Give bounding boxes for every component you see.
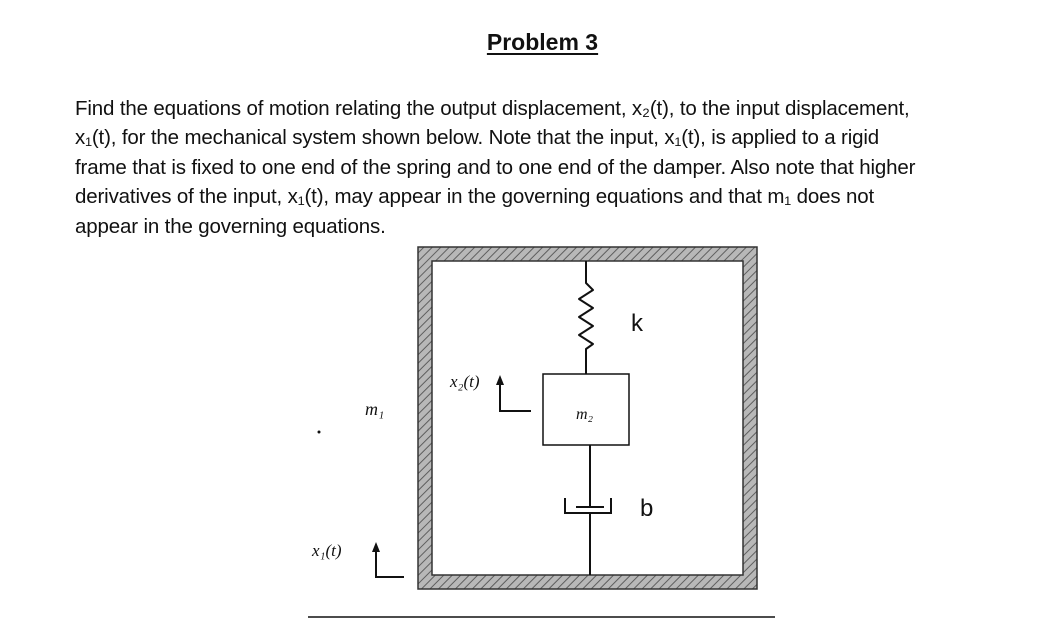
problem-line: derivatives of the input, x₁(t), may app…	[75, 185, 875, 209]
x2-displacement-arrow	[496, 375, 531, 412]
damper-label: b	[640, 495, 653, 522]
problem-line: x₁(t), for the mechanical system shown b…	[75, 126, 880, 150]
rigid-frame	[417, 246, 758, 590]
problem-line: frame that is fixed to one end of the sp…	[75, 155, 916, 179]
damper	[564, 445, 612, 575]
x1-label: x₁(t)	[311, 541, 342, 560]
x2-label: x₂(t)	[449, 372, 480, 391]
x1-displacement-arrow	[372, 542, 404, 578]
spring	[578, 261, 594, 374]
problem-title: Problem 3	[486, 29, 599, 55]
reference-dot	[317, 430, 321, 434]
mass-2-block	[542, 373, 630, 446]
problem-line: Find the equations of motion relating th…	[75, 97, 910, 120]
spring-label: k	[631, 310, 644, 337]
mass-1-label: m₁	[365, 399, 384, 419]
problem-statement: Find the equations of motion relating th…	[75, 94, 1035, 241]
problem-line: appear in the governing equations.	[75, 214, 386, 238]
mass-2-label: m₂	[576, 406, 594, 423]
